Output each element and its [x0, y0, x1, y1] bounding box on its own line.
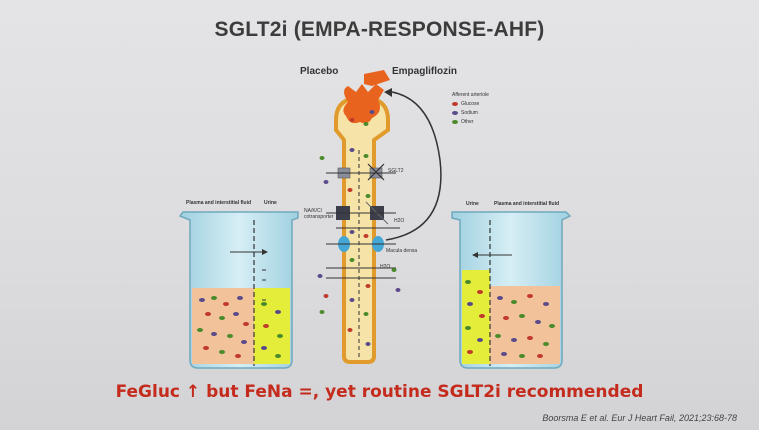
right-beaker	[451, 211, 572, 369]
empagliflozin-label: Empagliflozin	[392, 66, 457, 77]
sglt2-label: SGLT2	[388, 168, 404, 174]
legend-glucose: Glucose	[452, 101, 479, 107]
right-beaker-urine-label: Urine	[466, 201, 479, 207]
afferent-arteriole-label: Afferent arteriole	[452, 92, 489, 98]
legend-other: Other	[452, 119, 474, 125]
tubule-particles	[317, 110, 401, 346]
placebo-label: Placebo	[300, 66, 339, 77]
glucose-swatch	[452, 102, 458, 106]
h2o-label-lower: H2O	[380, 264, 391, 270]
left-beaker-particles	[197, 296, 283, 358]
conclusion-text: FeGluc ↑ but FeNa =, yet routine SGLT2i …	[115, 382, 644, 402]
left-beaker-urine-label: Urine	[264, 200, 277, 206]
right-beaker-particles	[465, 280, 555, 358]
h2o-label-upper: H2O	[394, 218, 405, 224]
sodium-swatch	[452, 111, 458, 115]
legend-sodium-label: Sodium	[461, 110, 478, 116]
feedback-arrow	[384, 88, 442, 241]
left-beaker-urine	[254, 288, 290, 364]
other-swatch	[452, 120, 458, 124]
glomerulus	[343, 70, 390, 124]
legend-other-label: Other	[461, 119, 474, 125]
nephron-tubule	[334, 96, 390, 364]
right-beaker-plasma-label: Plasma and interstitial fluid	[494, 201, 560, 207]
right-beaker-urine	[462, 270, 490, 364]
left-beaker-plasma-label: Plasma and interstitial fluid	[186, 200, 252, 206]
legend-sodium: Sodium	[452, 110, 478, 116]
nak-cotransporter-label: NA/K/Cl cotransporter	[304, 208, 334, 220]
left-beaker	[178, 211, 299, 369]
flow-lines	[326, 172, 400, 279]
macula-densa-label: Macula densa	[386, 248, 418, 254]
legend-glucose-label: Glucose	[461, 101, 480, 107]
citation: Boorsma E et al. Eur J Heart Fail, 2021;…	[542, 413, 737, 423]
slide-title: SGLT2i (EMPA-RESPONSE-AHF)	[214, 18, 545, 41]
